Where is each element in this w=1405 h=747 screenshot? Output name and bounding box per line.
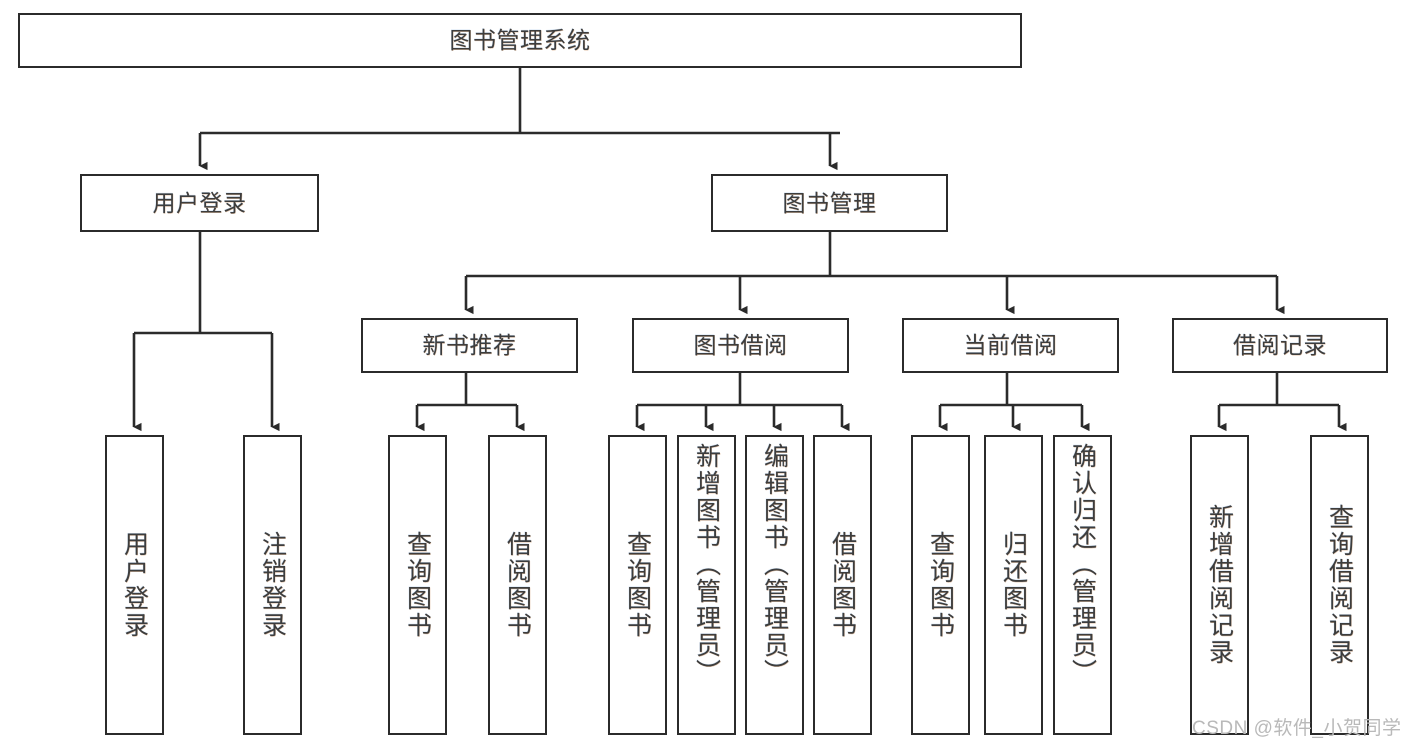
- node-leaf-borrow-book-2[interactable]: 借阅图书: [813, 435, 872, 735]
- node-leaf-query-record[interactable]: 查询借阅记录: [1310, 435, 1369, 735]
- node-leaf-query-record-label: 查询借阅记录: [1325, 504, 1354, 666]
- node-leaf-add-book-label: 新增图书（管理员）: [692, 443, 721, 686]
- node-book-manage-label: 图书管理: [782, 189, 877, 216]
- node-book-borrow-label: 图书借阅: [693, 332, 788, 359]
- node-borrow-record[interactable]: 借阅记录: [1172, 318, 1388, 373]
- node-leaf-add-book[interactable]: 新增图书（管理员）: [677, 435, 736, 735]
- node-leaf-add-record-label: 新增借阅记录: [1205, 504, 1234, 666]
- node-leaf-user-login[interactable]: 用户登录: [105, 435, 164, 735]
- csdn-watermark: CSDN @软件_小贺同学: [1192, 718, 1402, 739]
- node-borrow-record-label: 借阅记录: [1233, 332, 1327, 359]
- node-leaf-query-book-1-label: 查询图书: [403, 531, 432, 639]
- node-root-label: 图书管理系统: [449, 27, 591, 54]
- node-current-borrow-label: 当前借阅: [963, 332, 1058, 359]
- node-leaf-return-book[interactable]: 归还图书: [984, 435, 1043, 735]
- node-current-borrow[interactable]: 当前借阅: [902, 318, 1119, 373]
- node-leaf-query-book-1[interactable]: 查询图书: [388, 435, 447, 735]
- node-leaf-logout[interactable]: 注销登录: [243, 435, 302, 735]
- node-root[interactable]: 图书管理系统: [18, 13, 1022, 68]
- node-leaf-confirm-return-label: 确认归还（管理员）: [1068, 443, 1097, 686]
- node-leaf-edit-book[interactable]: 编辑图书（管理员）: [745, 435, 804, 735]
- node-leaf-query-book-2-label: 查询图书: [623, 531, 652, 639]
- node-leaf-edit-book-label: 编辑图书（管理员）: [760, 443, 789, 686]
- node-leaf-query-book-2[interactable]: 查询图书: [608, 435, 667, 735]
- node-new-book-rec-label: 新书推荐: [422, 332, 517, 359]
- node-leaf-return-book-label: 归还图书: [999, 531, 1028, 639]
- node-leaf-borrow-book-1[interactable]: 借阅图书: [488, 435, 547, 735]
- node-leaf-borrow-book-2-label: 借阅图书: [828, 531, 857, 639]
- node-leaf-add-record[interactable]: 新增借阅记录: [1190, 435, 1249, 735]
- node-book-borrow[interactable]: 图书借阅: [632, 318, 849, 373]
- node-leaf-logout-label: 注销登录: [258, 531, 287, 639]
- node-leaf-borrow-book-1-label: 借阅图书: [503, 531, 532, 639]
- node-leaf-query-book-3[interactable]: 查询图书: [911, 435, 970, 735]
- node-book-manage[interactable]: 图书管理: [711, 174, 948, 232]
- node-user-login-label: 用户登录: [152, 189, 247, 216]
- node-user-login[interactable]: 用户登录: [80, 174, 319, 232]
- node-leaf-query-book-3-label: 查询图书: [926, 531, 955, 639]
- node-new-book-rec[interactable]: 新书推荐: [361, 318, 578, 373]
- node-leaf-confirm-return[interactable]: 确认归还（管理员）: [1053, 435, 1112, 735]
- node-leaf-user-login-label: 用户登录: [120, 531, 149, 639]
